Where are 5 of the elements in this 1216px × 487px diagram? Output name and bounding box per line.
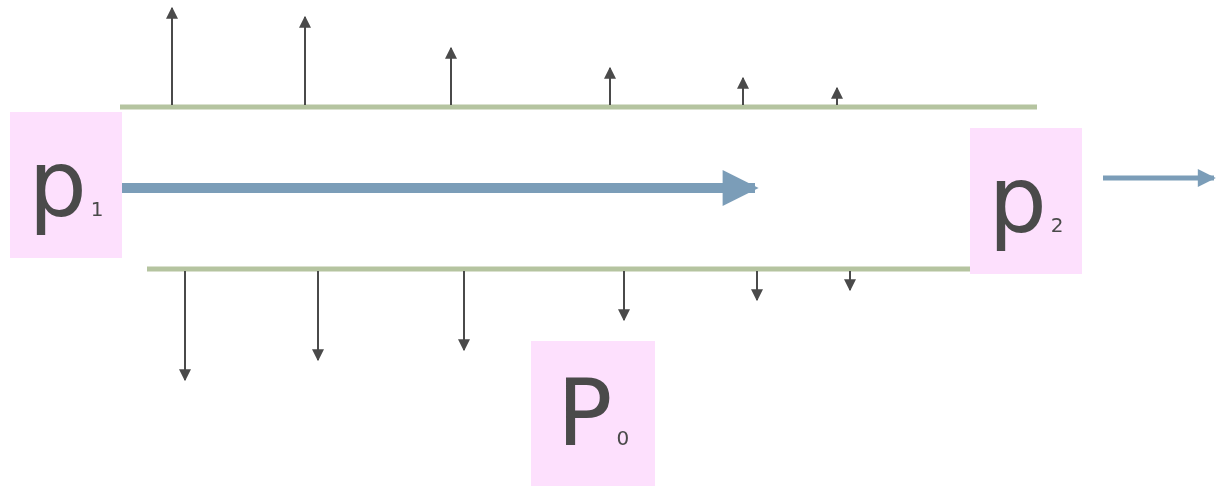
- flow-arrow: [1103, 169, 1216, 187]
- pressure-box: [10, 112, 122, 258]
- pressure-box: [531, 341, 655, 486]
- flow-arrow: [122, 170, 759, 206]
- pressure-box: [970, 128, 1082, 274]
